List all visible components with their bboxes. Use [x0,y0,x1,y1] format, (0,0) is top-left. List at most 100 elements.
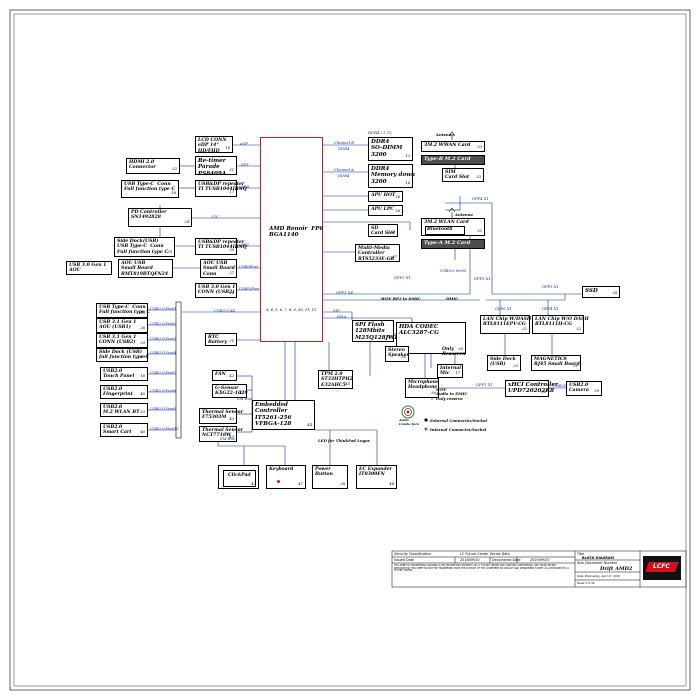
ddr4b-page: 14 [405,180,410,185]
tb-issued-value: 2018/09/20 [460,558,480,562]
aou-usb-block: AOU USB Small Board RMT819BTQFN24 [118,259,173,278]
sdcard-page: 33 [390,229,395,234]
xhci-page: 20 [541,389,546,394]
sig-antenna: Antenna [436,132,454,137]
tb-disclaimer: THIS SHEET OF ENGINEERING DRAWING IS THE… [394,564,570,573]
aou-sb-page: 27 [229,270,234,275]
bt-title: Bluetooth [427,227,453,232]
ec-title: Embedded Controller IT5261-256 VFBGA-128 [255,402,292,428]
trackpoint-icon [277,480,280,483]
sig-edp: eDP [240,141,248,146]
sig-dmic: DMIC [446,296,459,301]
apuhot-page: 36 [395,194,400,199]
lan1-title: LAN Chip W/DASH RTL8111EPV-CG [483,317,532,328]
m2bt-title: USB2.0 M.2 WLAN BT [103,405,140,416]
sig-usb20p1: USB2.0 Port1 [150,306,177,311]
ec-page: 44 [307,422,312,427]
usb31b-page: 29 [140,340,145,345]
therm2-title: Thermal Sensor NCT7718W [202,428,243,439]
sig-ddr4c: DDR4 [338,173,350,178]
keyboard-title: Keyboard [269,467,294,472]
sdock2-title: Side Dock (USB) [490,357,516,368]
usb30-aou-title: USB 3.0 Gen 1 AOU [69,263,107,274]
sig-dp1: DP1 [241,162,250,167]
spi-title: SPI Flash 128Mbits M25Q128JWEIQ [355,322,407,341]
magnetics-title: MAGNETICS RJ45 Small Board [534,357,580,368]
bluetooth-sub: Bluetooth [425,226,465,235]
tb-title-value: BLOCK DIAGRAM [582,556,614,560]
bt-page: 33 [477,228,482,233]
sig-wov: WOV BP2 to DMIC [381,296,421,301]
usbcam-page: 39 [594,388,599,393]
pd-page: 24 [184,219,189,224]
sidedock-page: 29 [167,249,172,254]
soc-pages: 3, 4, 5, 6, 7, 8, 9, 10, 11, 12 [266,307,317,312]
usb31b-block: USB 3.1 Gen 1 CONN (USB2)29 [96,333,148,348]
sig-usb3port: USB3Port [239,264,259,269]
xhci-title: xHCI Controller UPD720202K8 [508,382,558,395]
usbc1-page: 18 [171,190,176,195]
rtc-page: 21 [229,338,234,343]
type-a-m2-block: Type-A M.2 Card [421,239,485,249]
sig-usb3c: USB3/Port [239,286,260,291]
sig-wov-audio: WOV Audio to DMIC Only reserve [436,387,468,401]
sidedock2-block: Side Dock (USB)25 [487,355,521,371]
usb31b-title: USB 3.1 Gen 1 CONN (USB2) [99,335,137,346]
sim-title: SIM Card Slot [445,170,470,181]
spi-page: 30 [386,334,391,339]
sig-usb20p10: USB2.0 Port10 [150,426,179,431]
tpm-title: TPM 2.0 ST33HTPH2 E32AHC5 [321,372,353,388]
usb31-usb2-page: 29 [229,290,234,295]
ecexp-page: 44 [389,481,394,486]
type-b-m2-block: Type-B M.2 Card [421,155,485,165]
retimer-page: 31 [229,167,234,172]
tb-issued-label: Issued Date [394,558,415,562]
power-page: 38 [340,481,345,486]
apuhot-title: APU HOT [371,193,396,198]
usbdp2-title: USB&DP repeater TI TUSB1044IRNQ [198,240,247,251]
hdmi-page: 32 [172,166,177,171]
smartcard-page: 40 [140,429,145,434]
ecexp-title: EC Expander IT8300FN [359,467,393,478]
lan2-title: LAN Chip W/O DASH RTL8111H-CG [535,317,589,328]
m2bt-page: 33 [140,409,145,414]
sdcard-title: SD Card Slot [371,226,396,237]
usbdp1-title: USB&DP repeater TI TUSB1044IRNQ [198,182,247,193]
usb31a-page: 26 [140,325,145,330]
keyboard-block: Keyboard 47 [266,465,306,489]
sig-usb2x4: USB2.0 X4 [214,308,235,313]
sig-usb20p2: USB2.0 Port2 [150,321,177,326]
sig-dp0: DP0 [241,184,250,189]
sig-spi: SPI [333,308,340,313]
sidedock-left-title: Side Dock (USB) full function type-C [99,350,150,361]
usbc-left-page: 18 [140,310,145,315]
ec-block: Embedded Controller IT5261-256 VFBGA-128… [252,400,315,430]
tb-doc-label: Size Document Number [577,561,618,565]
lcfc-logo: LCFC [643,556,681,580]
aou-sb-title: AOU USB Small Board Conn [203,261,235,277]
sig-i2c: I2C [212,214,219,219]
hda-page: 30 [458,346,463,351]
